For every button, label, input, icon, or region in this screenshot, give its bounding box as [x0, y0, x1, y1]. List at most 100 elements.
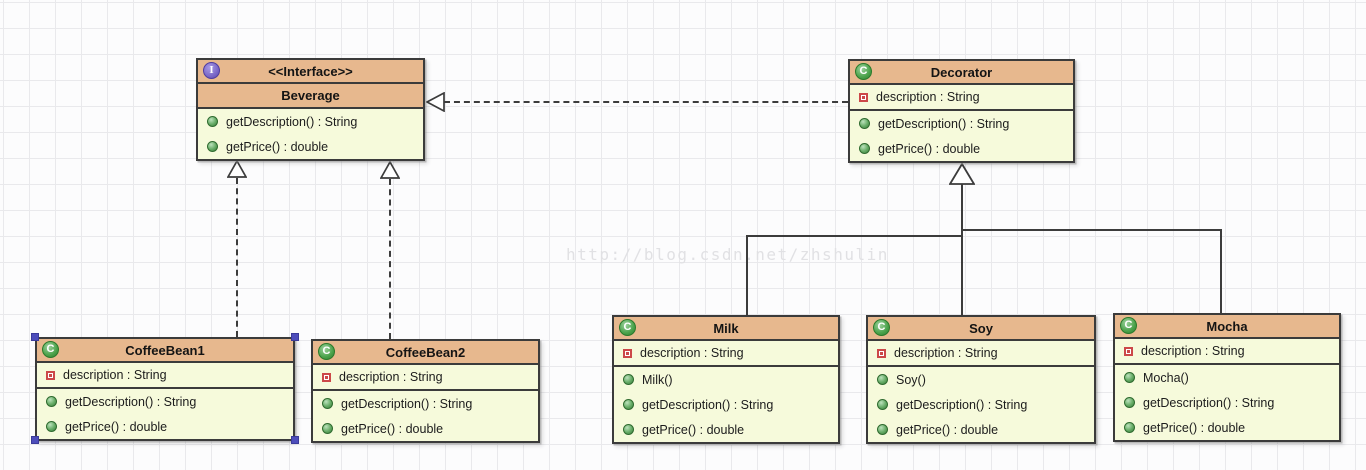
methods-section: Milk() getDescription() : String getPric…: [614, 367, 838, 442]
method-label: getPrice() : double: [226, 139, 329, 154]
fields-section: description : String: [313, 365, 538, 391]
class-header-name: C CoffeeBean1: [37, 339, 293, 363]
method-row: Soy(): [868, 367, 1094, 392]
field-icon: [46, 370, 55, 380]
method-row: getPrice() : double: [868, 417, 1094, 442]
connector-coffeebean1-implements-beverage[interactable]: [236, 178, 238, 337]
method-label: getDescription() : String: [65, 394, 197, 409]
method-label: getDescription() : String: [1143, 395, 1275, 410]
field-label: description : String: [1141, 344, 1245, 358]
method-label: getDescription() : String: [226, 114, 358, 129]
method-icon: [46, 396, 57, 407]
method-icon: [877, 374, 888, 385]
class-box-coffeebean2[interactable]: C CoffeeBean2 description : String getDe…: [311, 339, 540, 443]
method-icon: [877, 424, 888, 435]
field-row: description : String: [1115, 339, 1339, 363]
method-icon: [207, 141, 218, 152]
fields-section: description : String: [37, 363, 293, 389]
class-box-milk[interactable]: C Milk description : String Milk() getDe…: [612, 315, 840, 444]
selection-handle-top-right[interactable]: [291, 333, 299, 341]
fields-section: description : String: [868, 341, 1094, 367]
method-icon: [1124, 372, 1135, 383]
arrowhead-coffeebean2-beverage: [380, 161, 400, 179]
field-label: description : String: [339, 370, 443, 384]
method-label: Mocha(): [1143, 370, 1189, 385]
class-icon: C: [42, 341, 59, 358]
class-box-mocha[interactable]: C Mocha description : String Mocha() get…: [1113, 313, 1341, 442]
method-icon: [1124, 422, 1135, 433]
field-icon: [322, 372, 331, 382]
method-label: getDescription() : String: [642, 397, 774, 412]
class-box-soy[interactable]: C Soy description : String Soy() getDesc…: [866, 315, 1096, 444]
selection-handle-top-left[interactable]: [31, 333, 39, 341]
field-icon: [859, 92, 868, 102]
field-row: description : String: [37, 363, 293, 387]
fields-section: description : String: [850, 85, 1073, 111]
class-name-label: Beverage: [281, 88, 340, 103]
method-label: Soy(): [896, 372, 926, 387]
field-row: description : String: [313, 365, 538, 389]
field-label: description : String: [876, 90, 980, 104]
class-box-decorator[interactable]: C Decorator description : String getDesc…: [848, 59, 1075, 163]
method-row: getPrice() : double: [614, 417, 838, 442]
arrowhead-subclasses-decorator: [949, 163, 975, 185]
connector-decorator-implements-beverage[interactable]: [444, 101, 848, 103]
connector-milk-extends-decorator[interactable]: [746, 235, 748, 315]
class-name-label: Milk: [713, 320, 739, 336]
methods-section: getDescription() : String getPrice() : d…: [198, 109, 423, 159]
method-row: Mocha(): [1115, 365, 1339, 390]
class-icon: C: [873, 319, 890, 336]
method-label: Milk(): [642, 372, 673, 387]
selection-handle-bottom-left[interactable]: [31, 436, 39, 444]
method-label: getDescription() : String: [341, 396, 473, 411]
class-icon: C: [619, 319, 636, 336]
arrowhead-decorator-beverage: [426, 92, 445, 112]
field-label: description : String: [894, 346, 998, 360]
field-row: description : String: [868, 341, 1094, 365]
fields-section: description : String: [1115, 339, 1339, 365]
method-label: getPrice() : double: [896, 422, 999, 437]
watermark-text: http://blog.csdn.net/zhshulin: [566, 245, 889, 264]
class-header-stereotype: I <<Interface>>: [198, 60, 423, 84]
method-label: getPrice() : double: [1143, 420, 1246, 435]
class-box-coffeebean1[interactable]: C CoffeeBean1 description : String getDe…: [35, 337, 295, 441]
methods-section: Soy() getDescription() : String getPrice…: [868, 367, 1094, 442]
connector-milk-branch-horizontal[interactable]: [746, 235, 963, 237]
method-label: getPrice() : double: [341, 421, 444, 436]
class-box-beverage[interactable]: I <<Interface>> Beverage getDescription(…: [196, 58, 425, 161]
method-row: getPrice() : double: [37, 414, 293, 439]
class-name-label: Soy: [969, 320, 993, 336]
method-row: getDescription() : String: [850, 111, 1073, 136]
field-icon: [1124, 346, 1133, 356]
methods-section: getDescription() : String getPrice() : d…: [313, 391, 538, 441]
class-name-label: Decorator: [930, 64, 993, 80]
class-header-name: C Decorator: [850, 61, 1073, 85]
method-label: getPrice() : double: [642, 422, 745, 437]
method-icon: [322, 423, 333, 434]
method-label: getDescription() : String: [896, 397, 1028, 412]
method-icon: [1124, 397, 1135, 408]
method-row: getDescription() : String: [868, 392, 1094, 417]
method-row: getDescription() : String: [1115, 390, 1339, 415]
selection-handle-bottom-right[interactable]: [291, 436, 299, 444]
method-row: getPrice() : double: [1115, 415, 1339, 440]
connector-mocha-branch-horizontal[interactable]: [961, 229, 1222, 231]
method-label: getPrice() : double: [65, 419, 168, 434]
connector-soy-extends-decorator[interactable]: [961, 184, 963, 315]
class-icon: C: [855, 63, 872, 80]
method-icon: [623, 374, 634, 385]
method-row: getDescription() : String: [614, 392, 838, 417]
method-label: getDescription() : String: [878, 116, 1010, 131]
connector-coffeebean2-implements-beverage[interactable]: [389, 179, 391, 339]
field-row: description : String: [850, 85, 1073, 109]
method-row: getDescription() : String: [37, 389, 293, 414]
interface-icon: I: [203, 62, 220, 79]
method-icon: [859, 118, 870, 129]
method-icon: [877, 399, 888, 410]
field-icon: [877, 348, 886, 358]
method-icon: [207, 116, 218, 127]
connector-mocha-extends-decorator[interactable]: [1220, 229, 1222, 313]
class-header-name: C Milk: [614, 317, 838, 341]
method-row: getPrice() : double: [313, 416, 538, 441]
